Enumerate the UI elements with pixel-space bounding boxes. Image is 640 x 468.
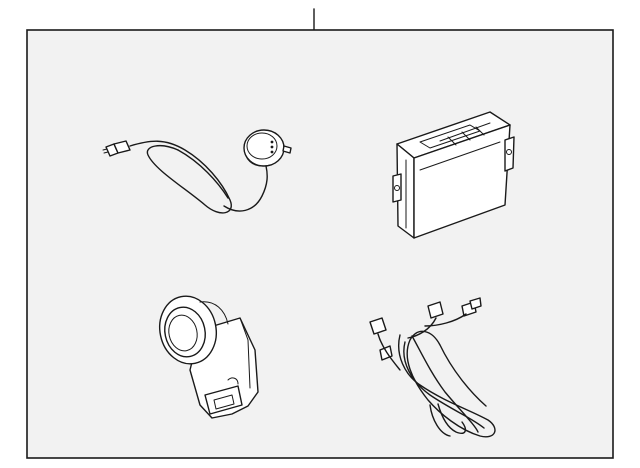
sensor-bracket-icon xyxy=(159,295,259,419)
antenna-sensor-icon xyxy=(102,129,292,214)
control-module-icon xyxy=(392,111,515,239)
diagram-frame xyxy=(26,29,614,459)
wiring-harness-icon xyxy=(369,297,496,438)
